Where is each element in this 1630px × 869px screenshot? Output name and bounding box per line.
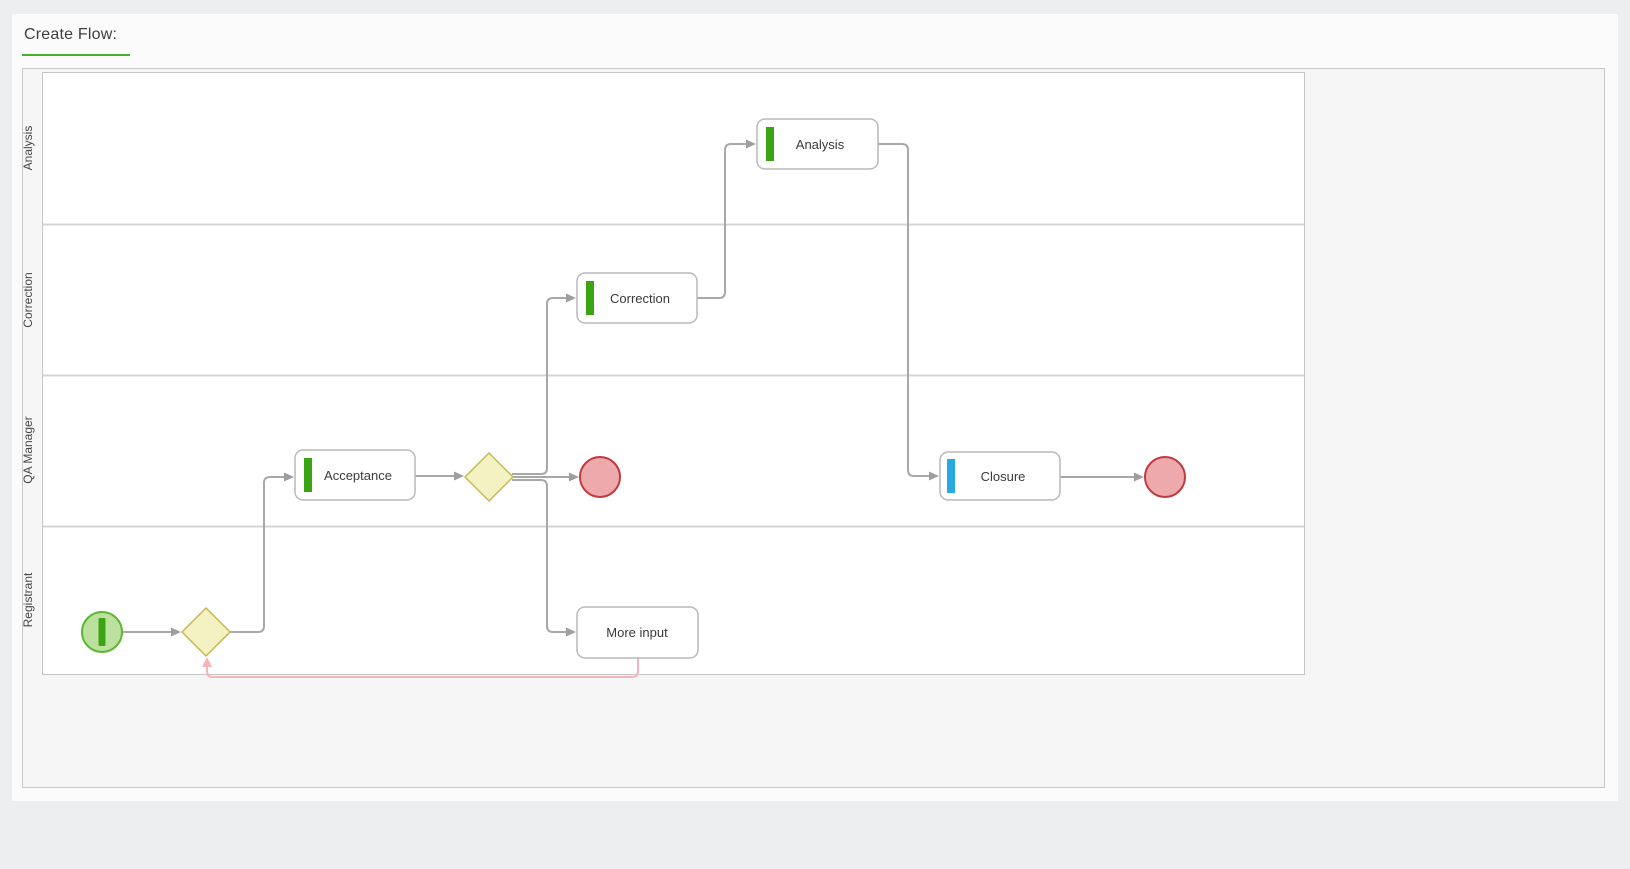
page-title: Create Flow:	[24, 26, 118, 43]
loop-arrowhead	[202, 657, 212, 667]
task-label: Analysis	[796, 137, 845, 152]
task-bar-icon	[947, 459, 955, 493]
end-event-1[interactable]	[579, 456, 621, 498]
end-event-2[interactable]	[1144, 456, 1186, 498]
edge-gateway-to-correction	[512, 297, 566, 475]
lane-label-analysis: Analysis	[22, 126, 35, 171]
gateway-qa[interactable]	[463, 451, 515, 503]
task-label: Closure	[981, 469, 1026, 484]
start-event-bar-icon	[98, 618, 106, 646]
flow-diagram-canvas: Analysis Correction QA Manager Registran…	[22, 68, 1605, 788]
lane-label-qa-manager: QA Manager	[22, 416, 35, 483]
edge-correction-to-analysis	[697, 143, 746, 299]
task-bar-icon	[304, 458, 312, 492]
start-event[interactable]	[81, 611, 123, 653]
task-label: Correction	[610, 291, 670, 306]
gateway-registrant[interactable]	[180, 606, 232, 658]
title-underline	[22, 54, 130, 56]
edge-gateway-to-more-input	[512, 479, 566, 633]
task-acceptance[interactable]: Acceptance	[294, 449, 416, 501]
arrowhead	[566, 627, 576, 637]
task-correction[interactable]: Correction	[576, 272, 698, 324]
arrowhead	[566, 293, 576, 303]
edge-loop-more-input-to-gateway	[206, 658, 639, 678]
arrowhead	[1134, 472, 1144, 482]
lane-label-correction: Correction	[22, 272, 35, 327]
pool	[42, 72, 1305, 675]
arrowhead	[746, 139, 756, 149]
arrowhead	[569, 472, 579, 482]
edge-gateway-to-acceptance	[230, 476, 284, 633]
task-more-input[interactable]: More input	[576, 606, 699, 659]
task-closure[interactable]: Closure	[939, 451, 1061, 501]
lane-label-registrant: Registrant	[22, 572, 35, 627]
task-bar-icon	[766, 127, 774, 161]
arrowhead	[454, 471, 464, 481]
task-label: Acceptance	[324, 468, 392, 483]
arrowhead	[929, 471, 939, 481]
task-label: More input	[606, 625, 668, 640]
task-analysis[interactable]: Analysis	[756, 118, 879, 170]
arrowheads	[171, 139, 1144, 667]
edge-analysis-to-closure	[878, 143, 929, 477]
arrowhead	[171, 627, 181, 637]
task-bar-icon	[586, 281, 594, 315]
arrowhead	[284, 472, 294, 482]
